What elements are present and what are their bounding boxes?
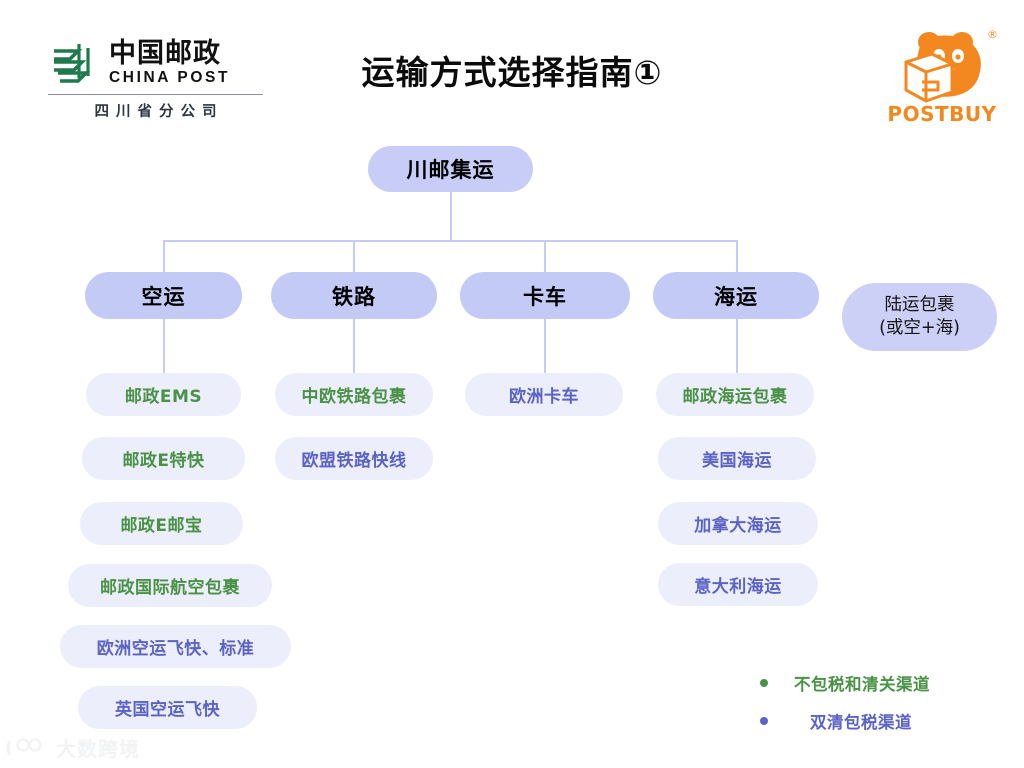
node-branch-truck[interactable]: 卡车 xyxy=(460,272,630,319)
watermark-text: 大数跨境 xyxy=(56,737,140,761)
node-aside-land-parcel[interactable]: 陆运包裹 (或空+海) xyxy=(842,283,997,351)
chip-sea-3[interactable]: 加拿大海运 xyxy=(658,502,818,545)
chip-air-6[interactable]: 英国空运飞快 xyxy=(78,686,257,729)
connector-root-stem xyxy=(450,192,452,242)
page-title: 运输方式选择指南① xyxy=(361,53,663,92)
connector-air-to-leaf xyxy=(163,318,165,374)
legend: 不包税和清关渠道 双清包税渠道 xyxy=(760,664,1010,740)
china-post-logo: 中国邮政 CHINA POST 四川省分公司 xyxy=(48,38,263,128)
chip-air-1[interactable]: 邮政EMS xyxy=(86,373,241,416)
chip-air-2[interactable]: 邮政E特快 xyxy=(82,437,245,480)
legend-bullet-green-icon xyxy=(760,679,768,687)
legend-item-untaxed: 不包税和清关渠道 xyxy=(760,664,1010,702)
connector-truck-to-leaf xyxy=(544,318,546,374)
chip-rail-2[interactable]: 欧盟铁路快线 xyxy=(275,437,433,480)
legend-bullet-purple-icon xyxy=(760,717,768,725)
chip-rail-1[interactable]: 中欧铁路包裹 xyxy=(275,373,433,416)
registered-mark: ® xyxy=(987,28,998,41)
aside-line-2: (或空+海) xyxy=(879,318,960,338)
china-post-divider xyxy=(48,94,263,95)
node-branch-sea[interactable]: 海运 xyxy=(653,272,819,319)
postbuy-wordmark: POSTBUY xyxy=(887,102,997,126)
legend-label-taxed: 双清包税渠道 xyxy=(810,713,912,732)
watermark: 大数跨境 xyxy=(6,733,140,762)
connector-sea-to-leaf xyxy=(736,318,738,374)
chip-truck-1[interactable]: 欧洲卡车 xyxy=(465,373,623,416)
china-post-wordmark: 中国邮政 CHINA POST xyxy=(109,40,230,86)
chip-air-4[interactable]: 邮政国际航空包裹 xyxy=(68,564,272,607)
connector-drop-rail xyxy=(353,240,355,274)
aside-line-1: 陆运包裹 xyxy=(884,294,955,315)
connector-horizontal-bus xyxy=(163,240,737,242)
china-post-mark-icon xyxy=(54,44,91,83)
chip-sea-4[interactable]: 意大利海运 xyxy=(658,563,818,606)
node-branch-rail[interactable]: 铁路 xyxy=(271,272,437,319)
connector-rail-to-leaf xyxy=(353,318,355,374)
legend-label-untaxed: 不包税和清关渠道 xyxy=(794,675,930,694)
china-post-logo-row: 中国邮政 CHINA POST xyxy=(48,38,263,88)
legend-item-taxed: 双清包税渠道 xyxy=(760,702,1010,740)
big-data-cross-border-icon xyxy=(6,737,42,756)
china-post-branch: 四川省分公司 xyxy=(94,104,224,120)
china-post-cn: 中国邮政 xyxy=(109,38,221,70)
postbuy-logo: ® POSTBUY xyxy=(884,24,1000,132)
connector-drop-air xyxy=(163,240,165,274)
chip-sea-2[interactable]: 美国海运 xyxy=(658,437,816,480)
panda-with-box-icon: ® xyxy=(904,28,998,103)
china-post-en: CHINA POST xyxy=(109,69,231,87)
chip-air-5[interactable]: 欧洲空运飞快、标准 xyxy=(60,625,291,668)
connector-drop-sea xyxy=(736,240,738,274)
chip-sea-1[interactable]: 邮政海运包裹 xyxy=(656,373,814,416)
connector-drop-truck xyxy=(544,240,546,274)
node-root[interactable]: 川邮集运 xyxy=(368,146,533,192)
node-branch-air[interactable]: 空运 xyxy=(85,272,242,319)
chip-air-3[interactable]: 邮政E邮宝 xyxy=(80,502,243,545)
